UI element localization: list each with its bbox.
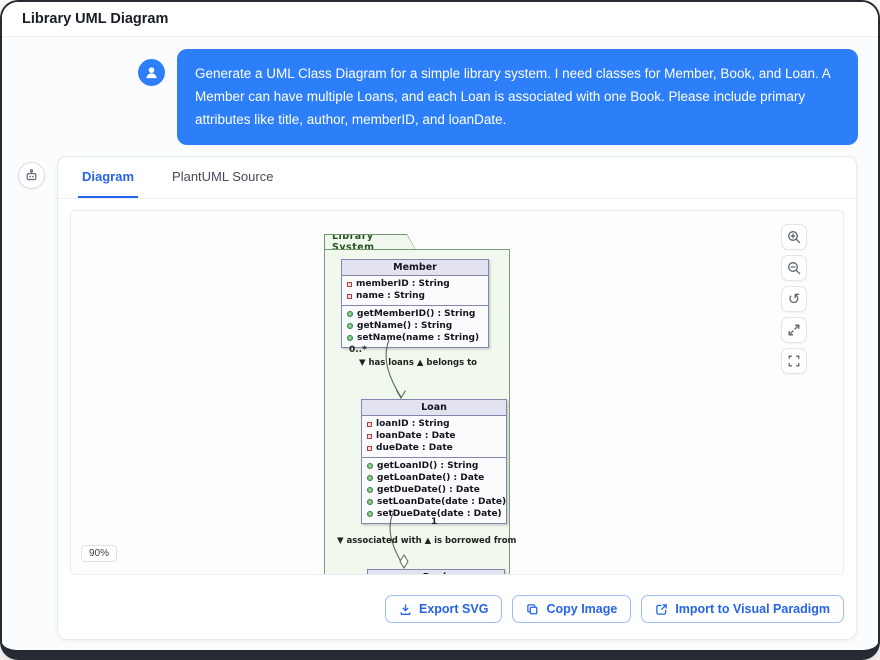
method-icon	[367, 499, 373, 505]
method-text: setName(name : String)	[357, 333, 480, 343]
import-visual-paradigm-label: Import to Visual Paradigm	[675, 602, 830, 616]
uml-package-tab: Library System	[324, 234, 416, 250]
field-icon	[347, 281, 352, 287]
multiplicity-label: 0..*	[349, 345, 367, 355]
user-avatar	[138, 59, 165, 86]
fit-view-icon	[788, 355, 800, 367]
class-name: Loan	[362, 400, 506, 416]
zoom-in-button[interactable]	[781, 224, 807, 250]
app-header: Library UML Diagram	[2, 2, 878, 37]
method-text: getDueDate() : Date	[377, 485, 480, 495]
method-icon	[367, 487, 373, 493]
class-attribute: dueDate : Date	[367, 442, 501, 454]
external-link-icon	[656, 603, 668, 615]
class-method: getMemberID() : String	[347, 308, 483, 320]
attribute-text: dueDate : Date	[376, 443, 453, 453]
uml-package-name: Library System	[325, 235, 415, 249]
class-name: Book	[368, 570, 504, 574]
methods-section: getMemberID() : String getName() : Strin…	[342, 305, 488, 347]
method-icon	[367, 511, 373, 517]
zoom-in-icon	[788, 231, 801, 244]
method-text: getLoanID() : String	[377, 461, 479, 471]
copy-image-button[interactable]: Copy Image	[512, 595, 632, 623]
method-icon	[347, 323, 353, 329]
class-method: getLoanDate() : Date	[367, 472, 501, 484]
user-message-bubble: Generate a UML Class Diagram for a simpl…	[177, 49, 858, 145]
method-icon	[367, 475, 373, 481]
edge-label-has-loans: ▼ has loans ▲ belongs to	[359, 358, 478, 368]
method-text: getMemberID() : String	[357, 309, 476, 319]
reset-view-button[interactable]: ↺	[781, 286, 807, 312]
attribute-text: loanDate : Date	[376, 431, 456, 441]
attribute-text: name : String	[356, 291, 425, 301]
tab-bar: Diagram PlantUML Source	[58, 157, 856, 199]
tab-plantuml-source[interactable]: PlantUML Source	[168, 157, 277, 198]
zoom-controls: ↺	[781, 224, 807, 374]
tab-diagram-label: Diagram	[82, 169, 135, 184]
bot-avatar-button[interactable]	[18, 162, 45, 189]
page-title: Library UML Diagram	[22, 11, 169, 27]
diagram-actions: Export SVG Copy Image Import to Visual P…	[385, 595, 844, 623]
methods-section: getLoanID() : String getLoanDate() : Dat…	[362, 457, 506, 523]
multiplicity-label: 1	[431, 517, 438, 527]
attribute-text: loanID : String	[376, 419, 450, 429]
import-visual-paradigm-button[interactable]: Import to Visual Paradigm	[641, 595, 844, 623]
method-text: getName() : String	[357, 321, 453, 331]
class-method: getName() : String	[347, 320, 483, 332]
uml-class-member[interactable]: Member memberID : String name : String g…	[341, 259, 489, 348]
person-icon	[146, 67, 157, 79]
tab-source-label: PlantUML Source	[172, 169, 274, 184]
tab-diagram[interactable]: Diagram	[78, 157, 139, 198]
zoom-level-badge[interactable]: 90%	[81, 545, 118, 562]
uml-class-book[interactable]: Book	[367, 569, 505, 574]
edge-label-associated-with: ▼ associated with ▲ is borrowed from	[337, 536, 517, 546]
reset-icon: ↺	[787, 290, 801, 308]
method-icon	[347, 335, 353, 341]
method-text: setLoanDate(date : Date)	[377, 497, 507, 507]
field-icon	[347, 293, 352, 299]
class-attribute: memberID : String	[347, 278, 483, 290]
uml-class-loan[interactable]: Loan loanID : String loanDate : Date due…	[361, 399, 507, 524]
field-icon	[367, 421, 372, 427]
export-svg-button[interactable]: Export SVG	[385, 595, 503, 623]
class-method: setName(name : String)	[347, 332, 483, 344]
class-attribute: loanDate : Date	[367, 430, 501, 442]
method-text: getLoanDate() : Date	[377, 473, 485, 483]
fit-view-button[interactable]	[781, 348, 807, 374]
class-method: getDueDate() : Date	[367, 484, 501, 496]
class-method: getLoanID() : String	[367, 460, 501, 472]
method-icon	[367, 463, 373, 469]
diagram-viewport[interactable]: ↺ 90% Library S	[70, 210, 844, 575]
class-attribute: name : String	[347, 290, 483, 302]
class-name: Member	[342, 260, 488, 276]
expand-icon	[788, 324, 800, 336]
method-icon	[347, 311, 353, 317]
field-icon	[367, 433, 372, 439]
copy-icon	[527, 603, 538, 614]
zoom-out-button[interactable]	[781, 255, 807, 281]
zoom-out-icon	[788, 262, 801, 275]
attributes-section: memberID : String name : String	[342, 276, 488, 305]
fullscreen-button[interactable]	[781, 317, 807, 343]
attribute-text: memberID : String	[356, 279, 450, 289]
field-icon	[367, 445, 372, 451]
diagram-card: Diagram PlantUML Source	[57, 156, 857, 640]
class-attribute: loanID : String	[367, 418, 501, 430]
user-message-text: Generate a UML Class Diagram for a simpl…	[195, 66, 831, 128]
class-method: setLoanDate(date : Date)	[367, 496, 506, 508]
attributes-section: loanID : String loanDate : Date dueDate …	[362, 416, 506, 457]
copy-image-label: Copy Image	[546, 602, 618, 616]
robot-icon	[26, 169, 37, 181]
download-icon	[400, 603, 411, 615]
method-text: setDueDate(date : Date)	[377, 509, 502, 519]
export-svg-label: Export SVG	[419, 602, 489, 616]
class-method: setDueDate(date : Date)	[367, 508, 502, 520]
